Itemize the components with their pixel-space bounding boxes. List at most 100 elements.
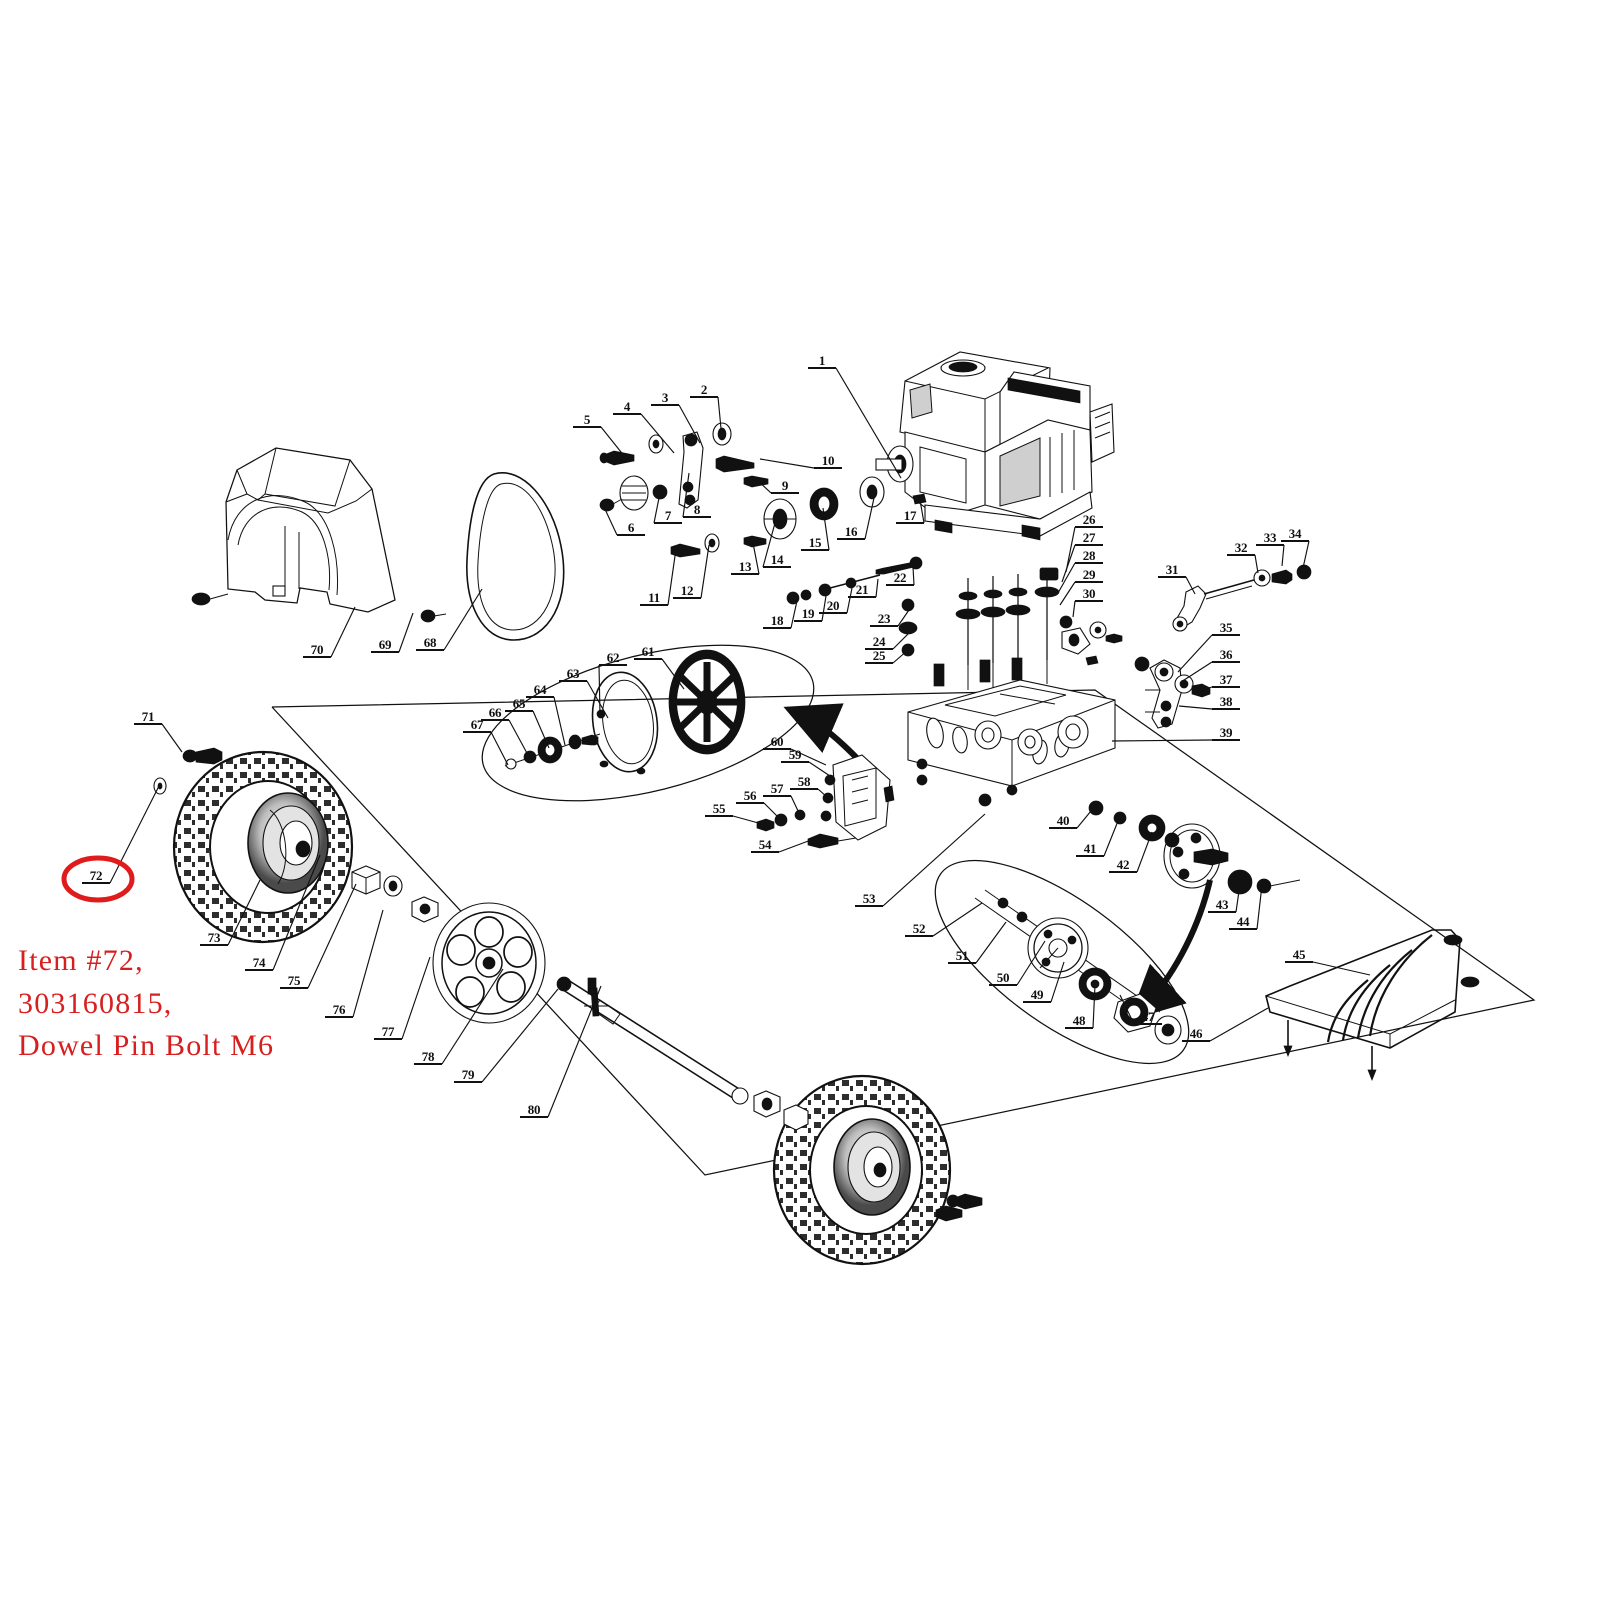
callout-11[interactable]: 11: [640, 548, 677, 606]
callout-63[interactable]: 63: [559, 666, 609, 719]
callout-leader: [398, 612, 414, 653]
callout-30[interactable]: 30: [1072, 586, 1103, 618]
callout-53[interactable]: 53: [855, 813, 986, 907]
callout-leader: [161, 723, 183, 753]
callout-7[interactable]: 7: [653, 492, 682, 524]
callout-number: 38: [1220, 694, 1233, 709]
callout-8[interactable]: 8: [682, 472, 711, 518]
callout-33[interactable]: 33: [1256, 530, 1285, 567]
callout-5[interactable]: 5: [573, 412, 626, 458]
callout-leader: [932, 902, 983, 937]
callout-number: 37: [1220, 672, 1233, 687]
callout-18[interactable]: 18: [763, 600, 798, 629]
callout-39[interactable]: 39: [1111, 725, 1240, 742]
callout-50[interactable]: 50: [989, 940, 1046, 986]
callout-52[interactable]: 52: [905, 902, 983, 937]
callout-15[interactable]: 15: [801, 507, 830, 551]
callout-14[interactable]: 14: [762, 522, 791, 568]
callout-21[interactable]: 21: [848, 578, 879, 598]
callout-61[interactable]: 61: [634, 644, 685, 690]
callout-43[interactable]: 43: [1208, 883, 1241, 913]
callout-49[interactable]: 49: [1023, 961, 1065, 1003]
callout-51[interactable]: 51: [948, 921, 1007, 964]
callout-28[interactable]: 28: [1057, 548, 1103, 594]
callout-2[interactable]: 2: [690, 382, 723, 440]
callout-69[interactable]: 69: [371, 612, 414, 653]
callout-leader: [1281, 544, 1285, 567]
callout-20[interactable]: 20: [819, 587, 853, 614]
callout-59[interactable]: 59: [781, 747, 834, 779]
callout-3[interactable]: 3: [651, 390, 701, 444]
callout-23[interactable]: 23: [870, 606, 912, 627]
callout-number: 50: [997, 970, 1009, 985]
callout-70[interactable]: 70: [303, 606, 356, 658]
callout-leader: [598, 664, 601, 716]
callout-leader: [490, 731, 509, 766]
callout-79[interactable]: 79: [454, 988, 559, 1083]
callout-25[interactable]: 25: [865, 648, 909, 664]
callout-68[interactable]: 68: [416, 588, 483, 651]
callout-73[interactable]: 73: [200, 879, 261, 946]
callout-60[interactable]: 60: [763, 734, 827, 766]
callout-76[interactable]: 76: [325, 909, 384, 1018]
callout-71[interactable]: 71: [134, 709, 183, 753]
callout-75[interactable]: 75: [280, 883, 357, 989]
callout-78[interactable]: 78: [414, 968, 504, 1065]
callout-37[interactable]: 37: [1197, 672, 1240, 692]
callout-22[interactable]: 22: [886, 566, 915, 586]
callout-62[interactable]: 62: [598, 650, 627, 716]
callout-1[interactable]: 1: [808, 353, 902, 479]
callout-34[interactable]: 34: [1281, 526, 1310, 569]
callout-77[interactable]: 77: [374, 956, 431, 1040]
callout-35[interactable]: 35: [1177, 620, 1240, 673]
callout-number: 27: [1083, 530, 1096, 545]
callout-leader: [875, 578, 879, 598]
impeller-detail-view: [481, 644, 815, 802]
callout-31[interactable]: 31: [1158, 562, 1196, 595]
callout-29[interactable]: 29: [1059, 567, 1103, 606]
callout-number: 61: [642, 644, 654, 659]
callout-26[interactable]: 26: [1065, 512, 1103, 573]
callout-24[interactable]: 24: [865, 633, 909, 650]
callout-45[interactable]: 45: [1285, 947, 1371, 976]
callout-16[interactable]: 16: [837, 497, 875, 540]
callout-9[interactable]: 9: [754, 477, 799, 494]
callout-leader: [846, 587, 853, 614]
callout-19[interactable]: 19: [794, 595, 827, 622]
callout-54[interactable]: 54: [751, 837, 812, 853]
callout-46[interactable]: 46: [1182, 1007, 1269, 1042]
callout-leader: [1185, 576, 1196, 595]
callout-leader: [1197, 686, 1213, 692]
callout-56[interactable]: 56: [736, 788, 781, 820]
callout-47[interactable]: 47: [1119, 994, 1162, 1025]
callout-12[interactable]: 12: [673, 544, 710, 599]
callout-65[interactable]: 65: [505, 696, 550, 749]
callout-66[interactable]: 66: [481, 705, 529, 756]
callout-38[interactable]: 38: [1178, 694, 1240, 710]
callout-41[interactable]: 41: [1076, 820, 1119, 857]
callout-10[interactable]: 10: [759, 453, 842, 469]
callout-67[interactable]: 67: [463, 717, 509, 766]
callout-64[interactable]: 64: [526, 682, 566, 746]
callout-number: 24: [873, 634, 886, 649]
callout-42[interactable]: 42: [1109, 831, 1153, 873]
callout-number: 48: [1073, 1013, 1086, 1028]
callout-48[interactable]: 48: [1065, 984, 1096, 1029]
callout-55[interactable]: 55: [705, 801, 763, 825]
callout-74[interactable]: 74: [245, 854, 321, 971]
callout-6[interactable]: 6: [603, 506, 645, 536]
callout-40[interactable]: 40: [1049, 810, 1092, 829]
callout-27[interactable]: 27: [1061, 530, 1103, 583]
callout-17[interactable]: 17: [896, 499, 925, 524]
callout-4[interactable]: 4: [613, 399, 675, 454]
callout-57[interactable]: 57: [763, 781, 800, 814]
callout-44[interactable]: 44: [1229, 884, 1263, 930]
callout-number: 79: [462, 1067, 475, 1082]
callout-72[interactable]: 72: [82, 783, 161, 884]
callout-36[interactable]: 36: [1180, 647, 1240, 683]
callout-58[interactable]: 58: [790, 774, 828, 798]
callout-32[interactable]: 32: [1227, 540, 1259, 574]
callout-13[interactable]: 13: [731, 542, 760, 575]
callout-80[interactable]: 80: [520, 985, 602, 1118]
callout-number: 16: [845, 524, 858, 539]
